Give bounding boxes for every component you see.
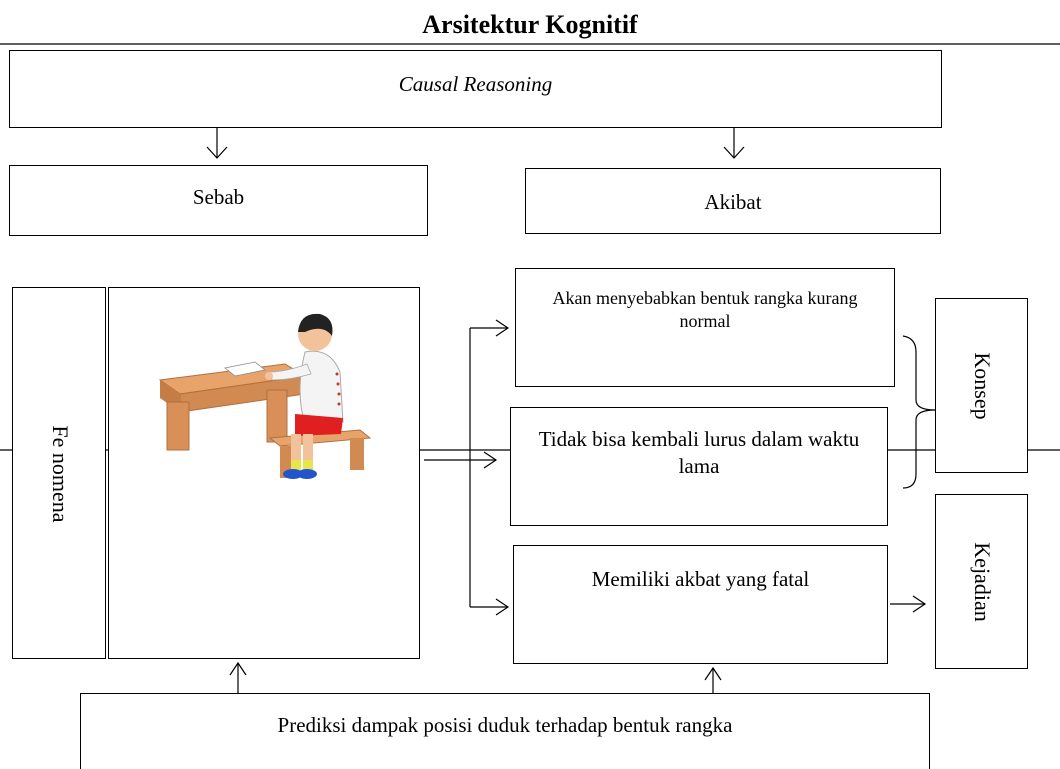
konsep-label: Konsep — [970, 352, 995, 420]
sebab-box: Sebab — [9, 165, 428, 236]
fenomena-box: Fe nomena — [12, 287, 106, 659]
effect-text-2: Tidak bisa kembali lurus dalam waktu lam… — [538, 427, 860, 479]
effect-text-1: Akan menyebabkan bentuk rangka kurang no… — [552, 288, 858, 332]
brace-to-konsep — [902, 335, 936, 489]
effect-box-2: Tidak bisa kembali lurus dalam waktu lam… — [510, 407, 888, 526]
arrow-to-kejadian — [912, 595, 927, 613]
arrow-causal-sebab — [206, 146, 228, 159]
konsep-box: Konsep — [935, 298, 1028, 473]
arrow-prediksi-effect — [704, 666, 722, 681]
arrow-to-effect-2 — [483, 451, 498, 469]
child-sitting-illustration — [158, 313, 372, 479]
sebab-label: Sebab — [192, 185, 245, 209]
effect-box-1: Akan menyebabkan bentuk rangka kurang no… — [515, 268, 895, 387]
prediksi-label: Prediksi dampak posisi duduk terhadap be… — [277, 713, 733, 737]
effect-text-3: Memiliki akbat yang fatal — [591, 567, 810, 591]
page-title: Arsitektur Kognitif — [422, 10, 638, 39]
arrow-causal-akibat — [723, 146, 745, 159]
causal-reasoning-label: Causal Reasoning — [398, 72, 553, 96]
causal-reasoning-box: Causal Reasoning — [9, 50, 942, 128]
arrow-to-effect-3 — [495, 598, 510, 616]
effect-box-3: Memiliki akbat yang fatal — [513, 545, 888, 664]
akibat-box: Akibat — [525, 168, 941, 234]
akibat-label: Akibat — [704, 190, 762, 214]
arrow-prediksi-image — [229, 661, 247, 676]
image-box — [108, 287, 420, 659]
arrow-to-effect-1 — [495, 319, 510, 337]
kejadian-label: Kejadian — [970, 542, 995, 622]
prediksi-box: Prediksi dampak posisi duduk terhadap be… — [80, 693, 930, 769]
kejadian-box: Kejadian — [935, 494, 1028, 669]
fenomena-label: Fe nomena — [48, 425, 73, 523]
